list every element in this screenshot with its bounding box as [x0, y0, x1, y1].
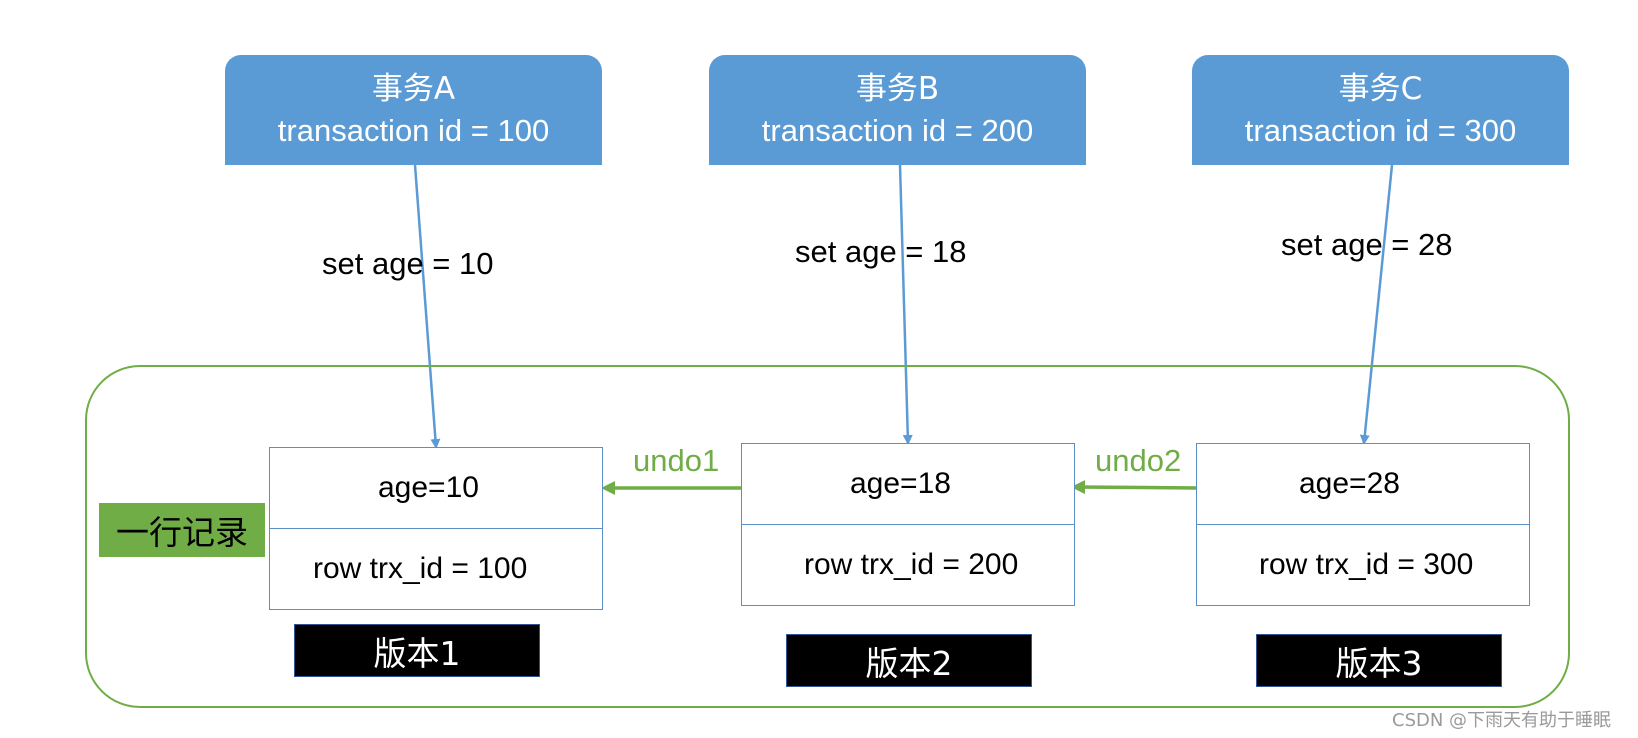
- op-label-b: set age = 18: [795, 234, 967, 269]
- version-2-box: age=18 row trx_id = 200: [741, 443, 1075, 606]
- op-label-c: set age = 28: [1281, 227, 1453, 262]
- undo1-label: undo1: [633, 443, 720, 478]
- version-1-box: age=10 row trx_id = 100: [269, 447, 603, 610]
- version-3-age: age=28: [1197, 444, 1529, 525]
- transaction-b-box: 事务B transaction id = 200: [709, 55, 1086, 165]
- record-container: [85, 365, 1570, 708]
- arrow-txn-b-to-version-2: [898, 164, 913, 445]
- op-label-a: set age = 10: [322, 246, 494, 281]
- transaction-a-box: 事务A transaction id = 100: [225, 55, 602, 165]
- version-3-box: age=28 row trx_id = 300: [1196, 443, 1530, 606]
- version-1-trx-id: row trx_id = 100: [313, 552, 528, 585]
- version-2-label: 版本2: [786, 634, 1032, 687]
- record-label: 一行记录: [99, 503, 265, 557]
- undo2-label: undo2: [1095, 443, 1182, 478]
- version-2-age: age=18: [742, 444, 1074, 525]
- transaction-c-title: 事务C: [1338, 71, 1423, 107]
- transaction-a-title: 事务A: [371, 71, 456, 107]
- transaction-c-id: transaction id = 300: [1244, 113, 1517, 148]
- arrow-txn-c-to-version-3: [1359, 164, 1394, 445]
- version-3-trx-id: row trx_id = 300: [1259, 548, 1474, 581]
- version-3-label: 版本3: [1256, 634, 1502, 687]
- watermark: CSDN @下雨天有助于睡眠: [1392, 710, 1612, 731]
- transaction-a-id: transaction id = 100: [277, 113, 550, 148]
- arrow-txn-a-to-version-1: [413, 164, 441, 449]
- version-2-trx-id: row trx_id = 200: [804, 548, 1019, 581]
- transaction-b-id: transaction id = 200: [761, 113, 1034, 148]
- undo2-arrow: [1071, 480, 1199, 495]
- transaction-c-box: 事务C transaction id = 300: [1192, 55, 1569, 165]
- version-1-label: 版本1: [294, 624, 540, 677]
- transaction-b-title: 事务B: [855, 71, 940, 107]
- version-1-age: age=10: [270, 448, 602, 529]
